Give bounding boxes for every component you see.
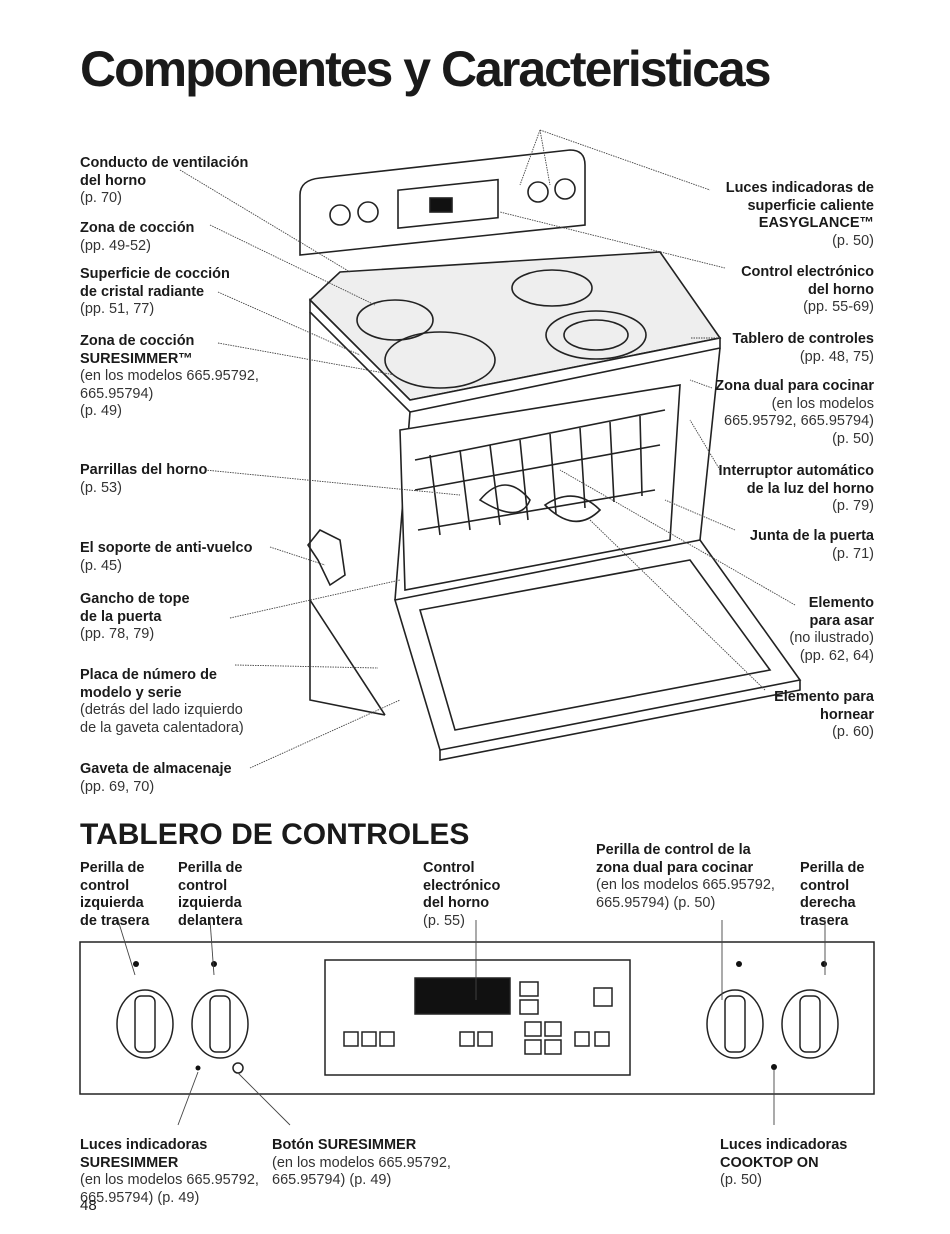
range-illustration	[179, 129, 802, 769]
label-cooking-zone: Zona de cocción(pp. 49-52)	[80, 220, 195, 254]
section-title: TABLERO DE CONTROLES	[80, 818, 470, 851]
control-panel-illustration	[79, 920, 875, 1126]
label-anti-tip: El soporte de anti-vuelco(p. 45)	[80, 540, 253, 574]
label-suresimmer-button: Botón SURESIMMER(en los modelos 665.9579…	[272, 1137, 451, 1188]
label-storage-drawer: Gaveta de almacenaje(pp. 69, 70)	[80, 761, 232, 795]
label-door-gasket: Junta de la puerta(p. 71)	[749, 528, 874, 562]
page-title: Componentes y Caracteristicas	[80, 41, 772, 97]
page-number: 48	[80, 1197, 97, 1214]
label-oven-racks: Parrillas del horno(p. 53)	[80, 462, 208, 496]
label-control-panel: Tablero de controles(pp. 48, 75)	[732, 331, 874, 365]
